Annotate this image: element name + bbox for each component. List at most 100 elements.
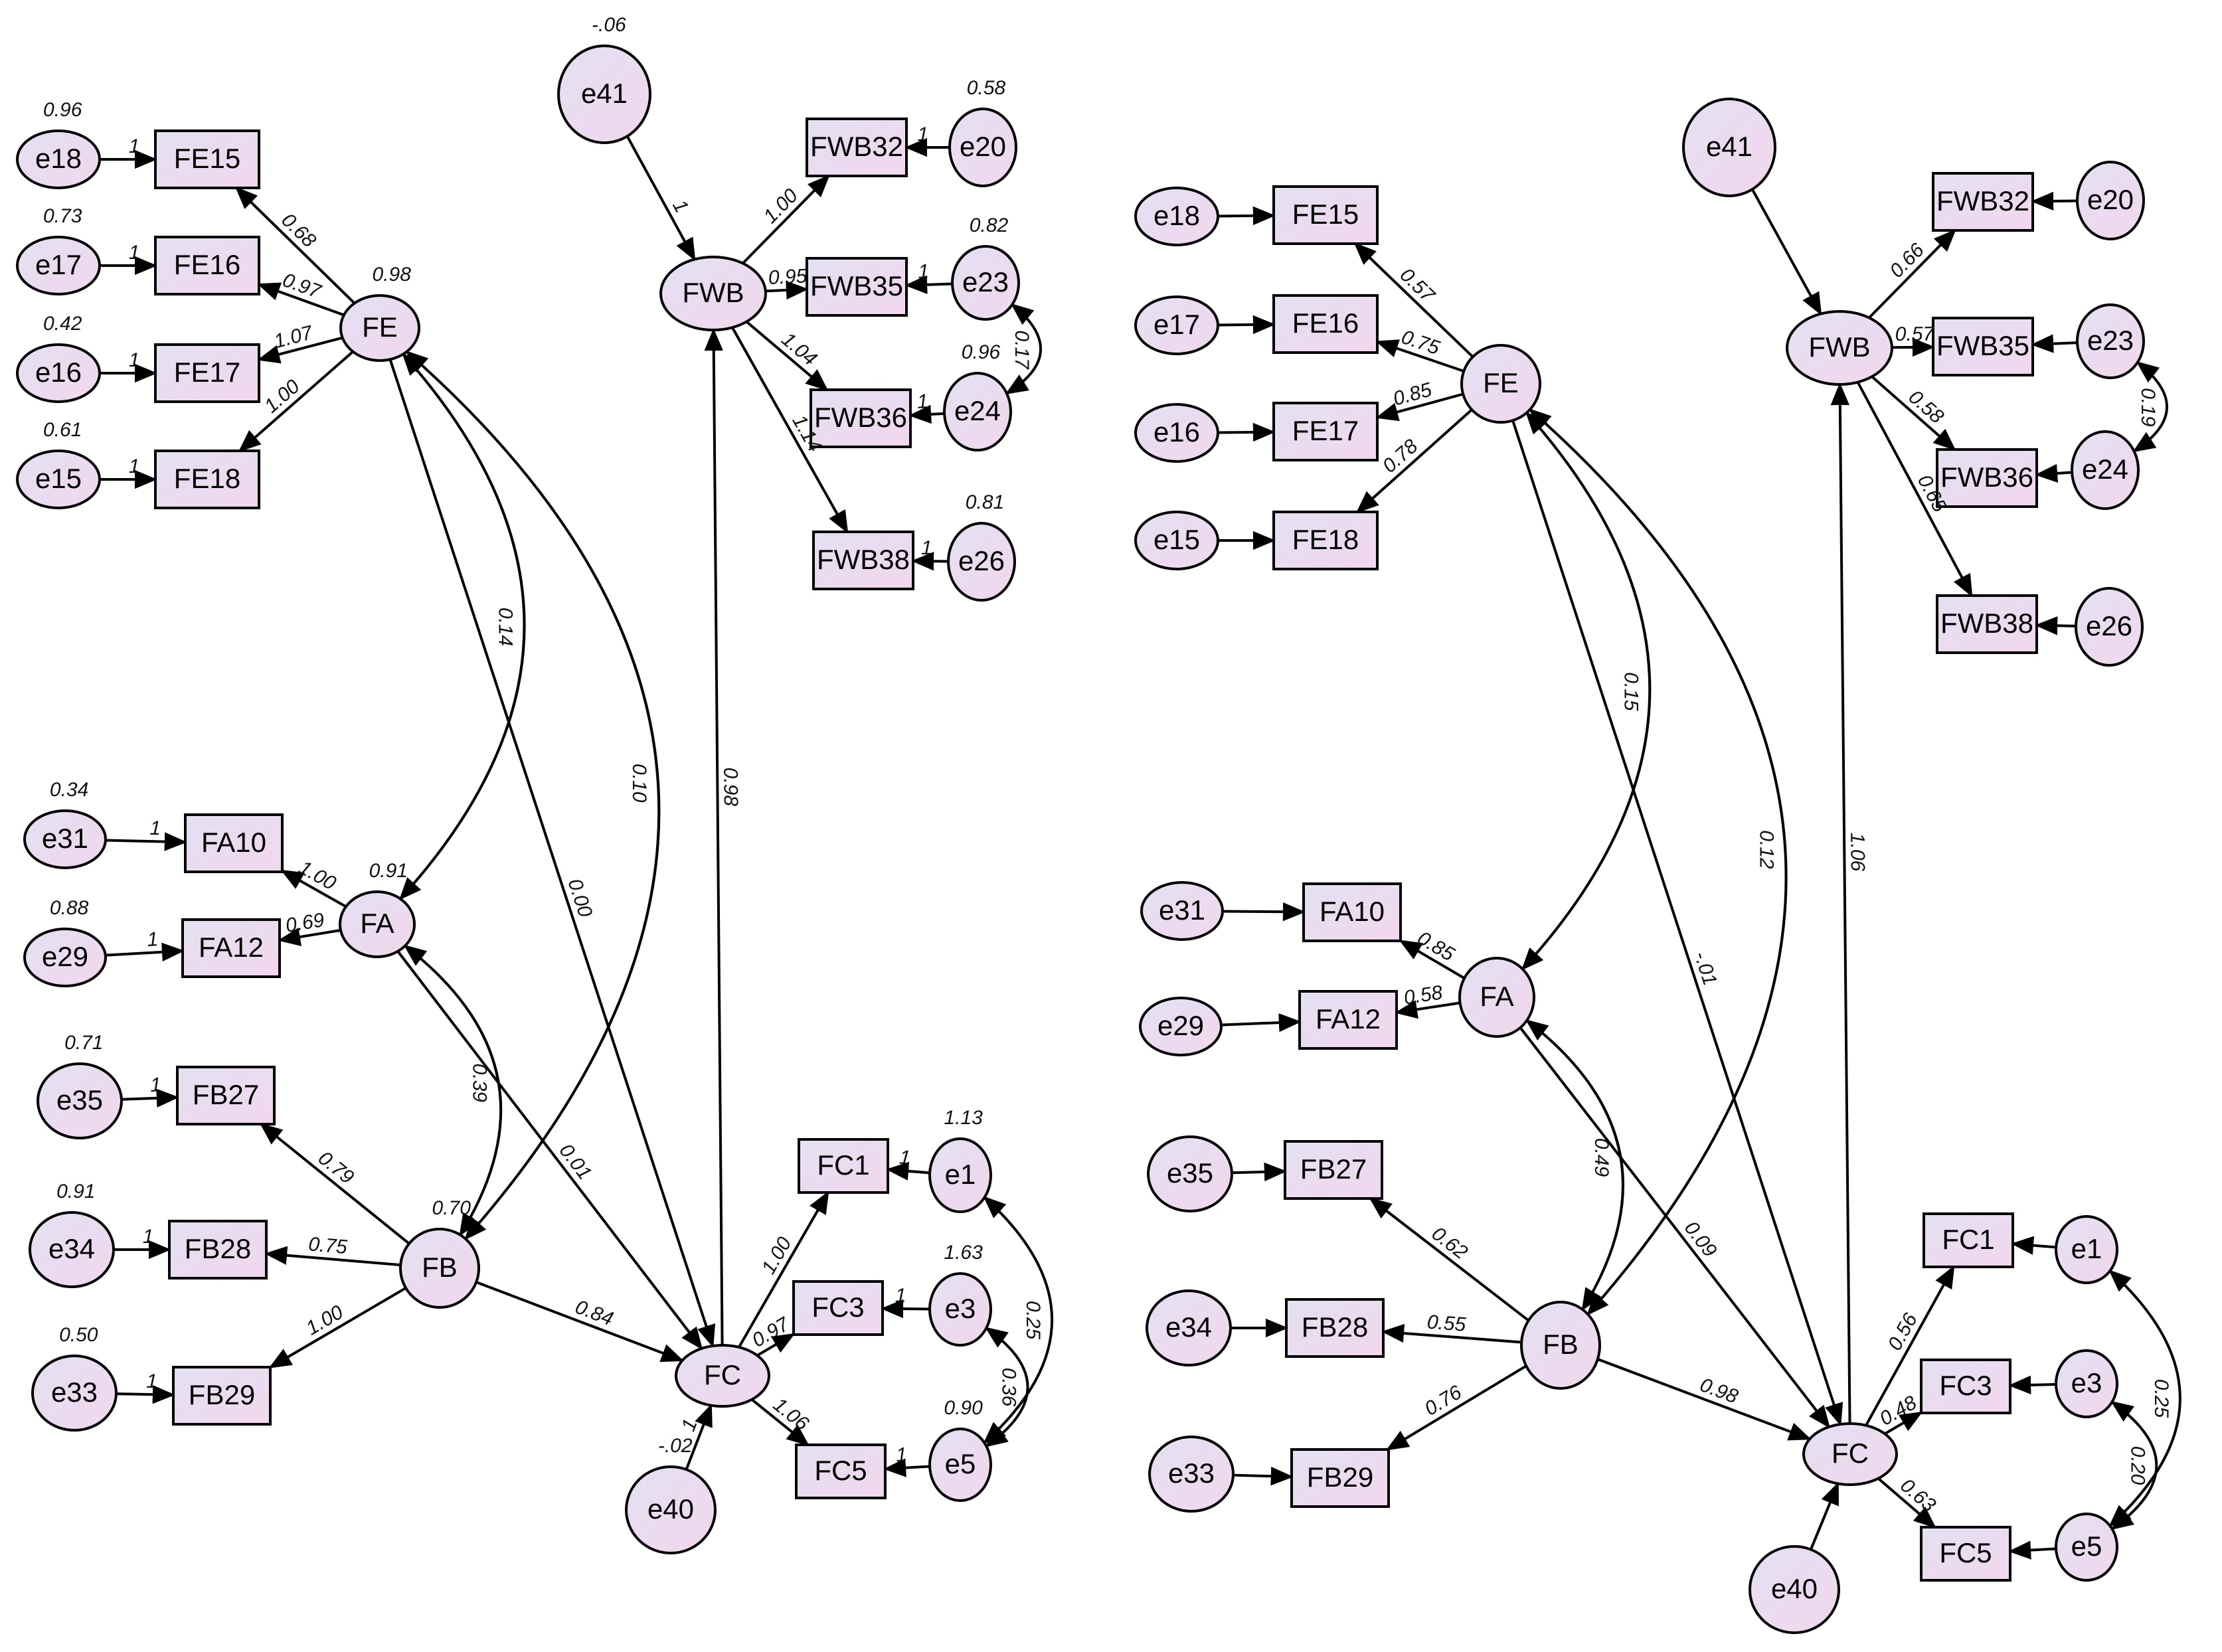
path-coefficient-label: 1 (129, 242, 140, 264)
path-left-FE-to-FE15 (234, 187, 356, 305)
observed-variable-box (806, 118, 908, 177)
covariance-left-FE-FB (405, 350, 661, 1240)
path-right-e26-to-FWB38 (2035, 616, 2077, 635)
path-left-FWB-to-FWB35 (765, 280, 809, 300)
node-label-FB29: FB29 (1307, 1461, 1373, 1493)
node-label-FWB35: FWB35 (810, 270, 903, 301)
path-right-FC-to-FC3 (1884, 1411, 1923, 1436)
variance-label: 0.96 (962, 341, 1001, 363)
path-coefficient-label: 1 (149, 817, 161, 839)
node-label-FE17: FE17 (1292, 415, 1359, 446)
latent-variable-ellipse (1458, 957, 1535, 1038)
node-label-e17: e17 (1154, 309, 1200, 340)
path-coefficient-label: 1 (668, 197, 693, 216)
observed-variable-box (154, 236, 260, 295)
path-right-e5-to-FC5 (2008, 1540, 2057, 1560)
path-right-FC-to-FWB (1830, 382, 1851, 1424)
node-label-FE: FE (1483, 367, 1519, 398)
path-right-FWB-to-FWB38 (1856, 381, 1973, 598)
node-label-e40: e40 (647, 1493, 694, 1525)
error-term-ellipse (928, 1272, 992, 1347)
path-coefficient-label: 1.00 (758, 1233, 796, 1278)
node-label-e31: e31 (42, 823, 88, 854)
path-left-FB-to-FB29 (268, 1287, 407, 1368)
variance-label: 0.81 (966, 491, 1004, 513)
node-label-e5: e5 (945, 1448, 976, 1479)
path-right-e23-to-FWB35 (2031, 334, 2078, 353)
covariance-right-e23-e24 (2132, 361, 2168, 453)
error-term-ellipse (1134, 295, 1219, 355)
observed-variable-box (1932, 172, 2034, 232)
latent-variable-ellipse (339, 294, 420, 362)
path-right-e20-to-FWB32 (2031, 191, 2078, 211)
covariance-left-e1-e5 (983, 1196, 1053, 1444)
observed-variable-box (1936, 448, 2038, 508)
observed-variable-box (1272, 294, 1379, 354)
path-coefficient-label: 1 (895, 1444, 908, 1466)
node-label-FB27: FB27 (1300, 1153, 1367, 1185)
node-label-FA: FA (1480, 981, 1513, 1012)
node-label-FE18: FE18 (1292, 524, 1359, 555)
node-label-e41: e41 (1706, 131, 1752, 162)
path-right-e35-to-FB27 (1231, 1162, 1287, 1182)
covariance-label: 0.25 (1022, 1301, 1044, 1340)
node-label-e33: e33 (1168, 1457, 1215, 1489)
variance-label: 1.13 (944, 1107, 983, 1129)
error-term-ellipse (16, 343, 101, 403)
observed-variable-box (1923, 1212, 2014, 1268)
path-right-e16-to-FE17 (1217, 422, 1276, 442)
path-coefficient-label: 0.56 (1884, 1309, 1922, 1354)
path-left-FB-to-FB28 (264, 1246, 401, 1267)
covariance-left-FA-FB (403, 944, 503, 1237)
variance-label: 0.42 (43, 313, 82, 335)
path-right-FC-to-FC1 (1865, 1265, 1955, 1426)
path-left-FA-to-FA10 (280, 869, 347, 908)
latent-variable-ellipse (1460, 344, 1541, 424)
path-left-e31-to-FA10 (105, 832, 187, 851)
error-term-ellipse (2055, 1349, 2118, 1418)
path-right-FWB-to-FWB36 (1871, 375, 1956, 451)
path-left-FE-to-FE17 (257, 336, 343, 364)
path-right-FWB-to-FWB35 (1891, 337, 1935, 357)
observed-variable-box (1932, 317, 2034, 376)
path-left-e1-to-FC1 (886, 1161, 930, 1181)
variance-label: 0.91 (369, 860, 408, 882)
latent-variable-ellipse (1802, 1422, 1898, 1486)
latent-variable-ellipse (399, 1228, 480, 1309)
node-label-FE: FE (362, 311, 398, 343)
path-coefficient-label: 1 (895, 1285, 906, 1307)
node-label-FB28: FB28 (185, 1233, 251, 1264)
latent-variable-ellipse (1786, 310, 1893, 386)
node-label-FWB32: FWB32 (810, 131, 903, 162)
path-right-FA-to-FA12 (1395, 1000, 1460, 1019)
observed-variable-box (154, 450, 260, 509)
node-label-e34: e34 (1165, 1311, 1212, 1343)
node-label-FC3: FC3 (812, 1291, 864, 1323)
node-label-e24: e24 (954, 395, 1001, 426)
path-coefficient-label: 0.01 (555, 1140, 596, 1184)
path-left-FC-to-FC5 (750, 1398, 810, 1446)
node-label-e29: e29 (1157, 1010, 1204, 1041)
covariance-left-e3-e5 (984, 1327, 1029, 1447)
observed-variable-box (176, 1066, 276, 1125)
node-label-FE18: FE18 (174, 463, 240, 494)
variance-label: 0.88 (50, 897, 89, 919)
path-coefficient-label: 0.55 (1426, 1311, 1467, 1336)
observed-variable-box (1285, 1298, 1385, 1358)
path-left-FA-to-FA12 (278, 928, 341, 947)
path-coefficient-label: 1 (147, 928, 159, 951)
variance-label: 0.58 (967, 77, 1006, 99)
error-term-ellipse (23, 809, 107, 869)
path-left-FC-to-FWB (704, 328, 724, 1346)
observed-variable-box (1302, 882, 1402, 942)
node-label-FB: FB (422, 1252, 458, 1283)
node-label-e34: e34 (48, 1233, 95, 1264)
error-term-ellipse (1146, 1289, 1232, 1366)
path-coefficient-label: 0.98 (719, 768, 742, 807)
path-left-e5-to-FC5 (883, 1458, 930, 1477)
path-left-e26-to-FWB38 (911, 552, 949, 571)
node-label-FWB38: FWB38 (1940, 608, 2033, 639)
node-label-e23: e23 (2087, 325, 2134, 356)
node-label-FA: FA (360, 908, 394, 939)
path-right-FE-to-FE16 (1375, 339, 1464, 372)
